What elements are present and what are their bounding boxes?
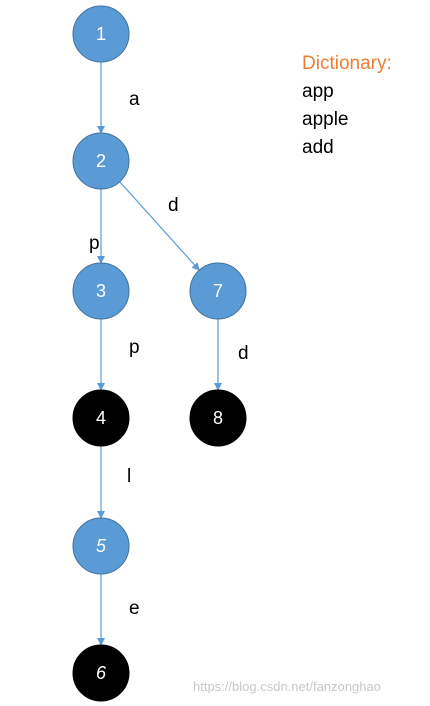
terminal-node-circle — [189, 389, 247, 447]
node-circle — [72, 132, 130, 190]
nodes-layer: 1 2 3 4 5 6 7 8 — [72, 5, 247, 702]
node-label: 6 — [96, 663, 107, 683]
edge-label: e — [129, 598, 140, 619]
dictionary-word: app — [302, 81, 334, 102]
node-label: 7 — [213, 281, 223, 301]
node-label: 2 — [96, 151, 106, 171]
watermark: https://blog.csdn.net/fanzonghao — [193, 679, 381, 694]
trie-node-3: 3 — [72, 262, 130, 320]
edge-label: a — [129, 89, 140, 110]
node-circle — [189, 262, 247, 320]
edge-label: d — [168, 195, 179, 216]
trie-node-5: 5 — [72, 517, 130, 575]
trie-node-6: 6 — [72, 644, 130, 702]
dictionary-word: add — [302, 137, 334, 158]
dictionary-panel: Dictionary: app apple add — [302, 50, 392, 162]
trie-node-1: 1 — [72, 5, 130, 63]
edge-label: p — [89, 233, 100, 254]
node-circle — [72, 517, 130, 575]
edges-layer — [97, 62, 222, 646]
dictionary-title: Dictionary: — [302, 53, 392, 74]
edge-n2-n7 — [119, 181, 200, 271]
edge-label: l — [127, 466, 131, 487]
trie-node-2: 2 — [72, 132, 130, 190]
node-circle — [72, 262, 130, 320]
node-label: 1 — [96, 24, 106, 44]
trie-node-7: 7 — [189, 262, 247, 320]
node-label: 3 — [96, 281, 106, 301]
edge-label: d — [238, 343, 249, 364]
terminal-node-circle — [72, 389, 130, 447]
node-label: 5 — [96, 536, 107, 556]
trie-node-4: 4 — [72, 389, 130, 447]
dictionary-word: apple — [302, 109, 349, 130]
edge-labels-layer: a p d p l e d — [89, 89, 249, 619]
node-label: 4 — [96, 408, 106, 428]
node-circle — [72, 5, 130, 63]
edge-label: p — [129, 337, 140, 358]
node-label: 8 — [213, 408, 223, 428]
terminal-node-circle — [72, 644, 130, 702]
trie-node-8: 8 — [189, 389, 247, 447]
